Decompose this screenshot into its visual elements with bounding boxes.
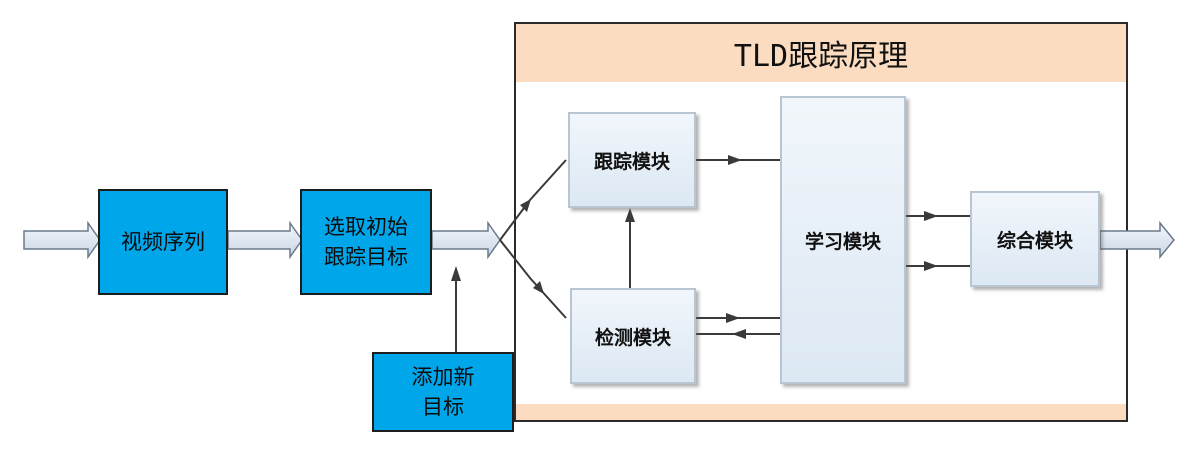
integration-module: 综合模块 xyxy=(970,191,1100,287)
arrowhead-detect-to-learn xyxy=(726,313,740,323)
arrowhead-learn-to-integrate-2 xyxy=(924,261,938,271)
tld-title-band xyxy=(516,24,1126,82)
diagram-title: TLD跟踪原理 xyxy=(733,39,909,74)
integration-module-label: 综合模块 xyxy=(996,229,1073,252)
input-arrow-3 xyxy=(431,220,501,260)
output-arrow xyxy=(1099,220,1175,260)
arrowhead-learn-to-integrate-1 xyxy=(924,211,938,221)
arrowhead-track-to-learn xyxy=(728,155,742,165)
video-sequence-box: 视频序列 xyxy=(98,189,228,295)
add-target-box: 添加新目标 xyxy=(372,352,514,432)
detection-module: 检测模块 xyxy=(570,288,696,384)
tracking-module: 跟踪模块 xyxy=(568,112,696,208)
add-target-label: 添加新目标 xyxy=(411,365,475,419)
input-arrow-1 xyxy=(23,220,101,260)
select-target-label: 选取初始跟踪目标 xyxy=(324,215,408,269)
arrowhead-detect-to-track xyxy=(625,208,635,222)
arrowhead-add-target xyxy=(451,266,461,281)
detection-module-label: 检测模块 xyxy=(594,326,671,349)
tld-bottom-band xyxy=(516,404,1126,420)
select-target-box: 选取初始跟踪目标 xyxy=(300,189,432,295)
learning-module-label: 学习模块 xyxy=(804,230,881,253)
arrowhead-split-up xyxy=(520,199,531,212)
input-arrow-2 xyxy=(227,220,303,260)
learning-module: 学习模块 xyxy=(780,96,906,384)
video-sequence-label: 视频序列 xyxy=(121,230,205,254)
arrowhead-learn-to-detect xyxy=(732,329,746,339)
tracking-module-label: 跟踪模块 xyxy=(593,150,670,173)
arrowhead-split-down xyxy=(533,281,544,294)
